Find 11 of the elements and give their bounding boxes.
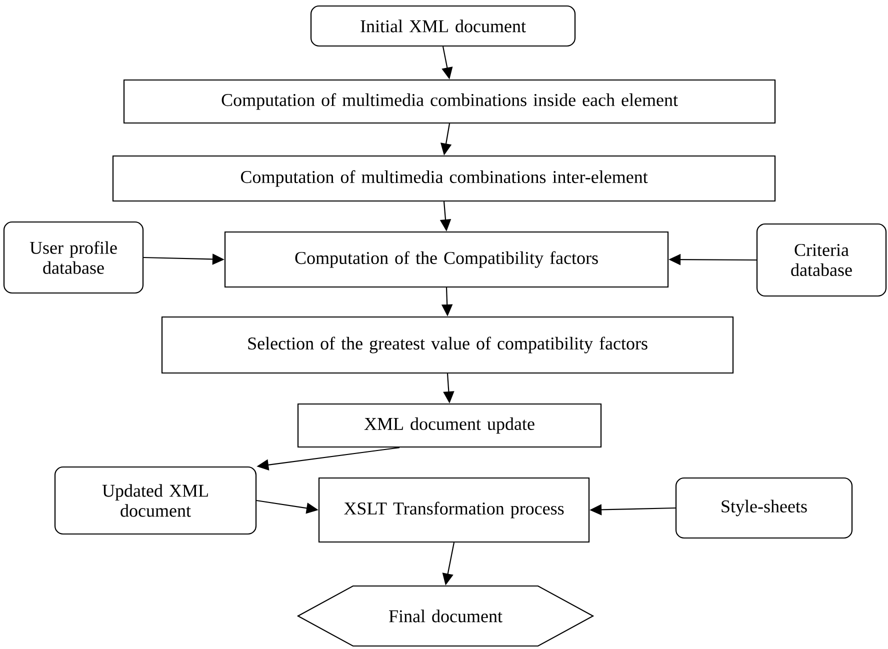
process-box: Selection of the greatest value of compatibility factors (161, 316, 734, 374)
process-box: Computation of the Compatibility factors (224, 231, 669, 288)
rounded-box: Initial XML document (310, 5, 576, 47)
process-box: Computation of multimedia combinations inter-element (112, 155, 776, 202)
rounded-box: Style-sheets (675, 477, 853, 539)
process-box: XML document update (297, 403, 602, 448)
process-box: Computation of multimedia combinations inside each element (123, 79, 776, 124)
rounded-box: User profile database (3, 221, 144, 294)
process-box: XSLT Transformation process (318, 477, 590, 543)
rounded-box: Criteria database (756, 223, 887, 297)
rounded-box: Updated XML document (54, 466, 257, 535)
